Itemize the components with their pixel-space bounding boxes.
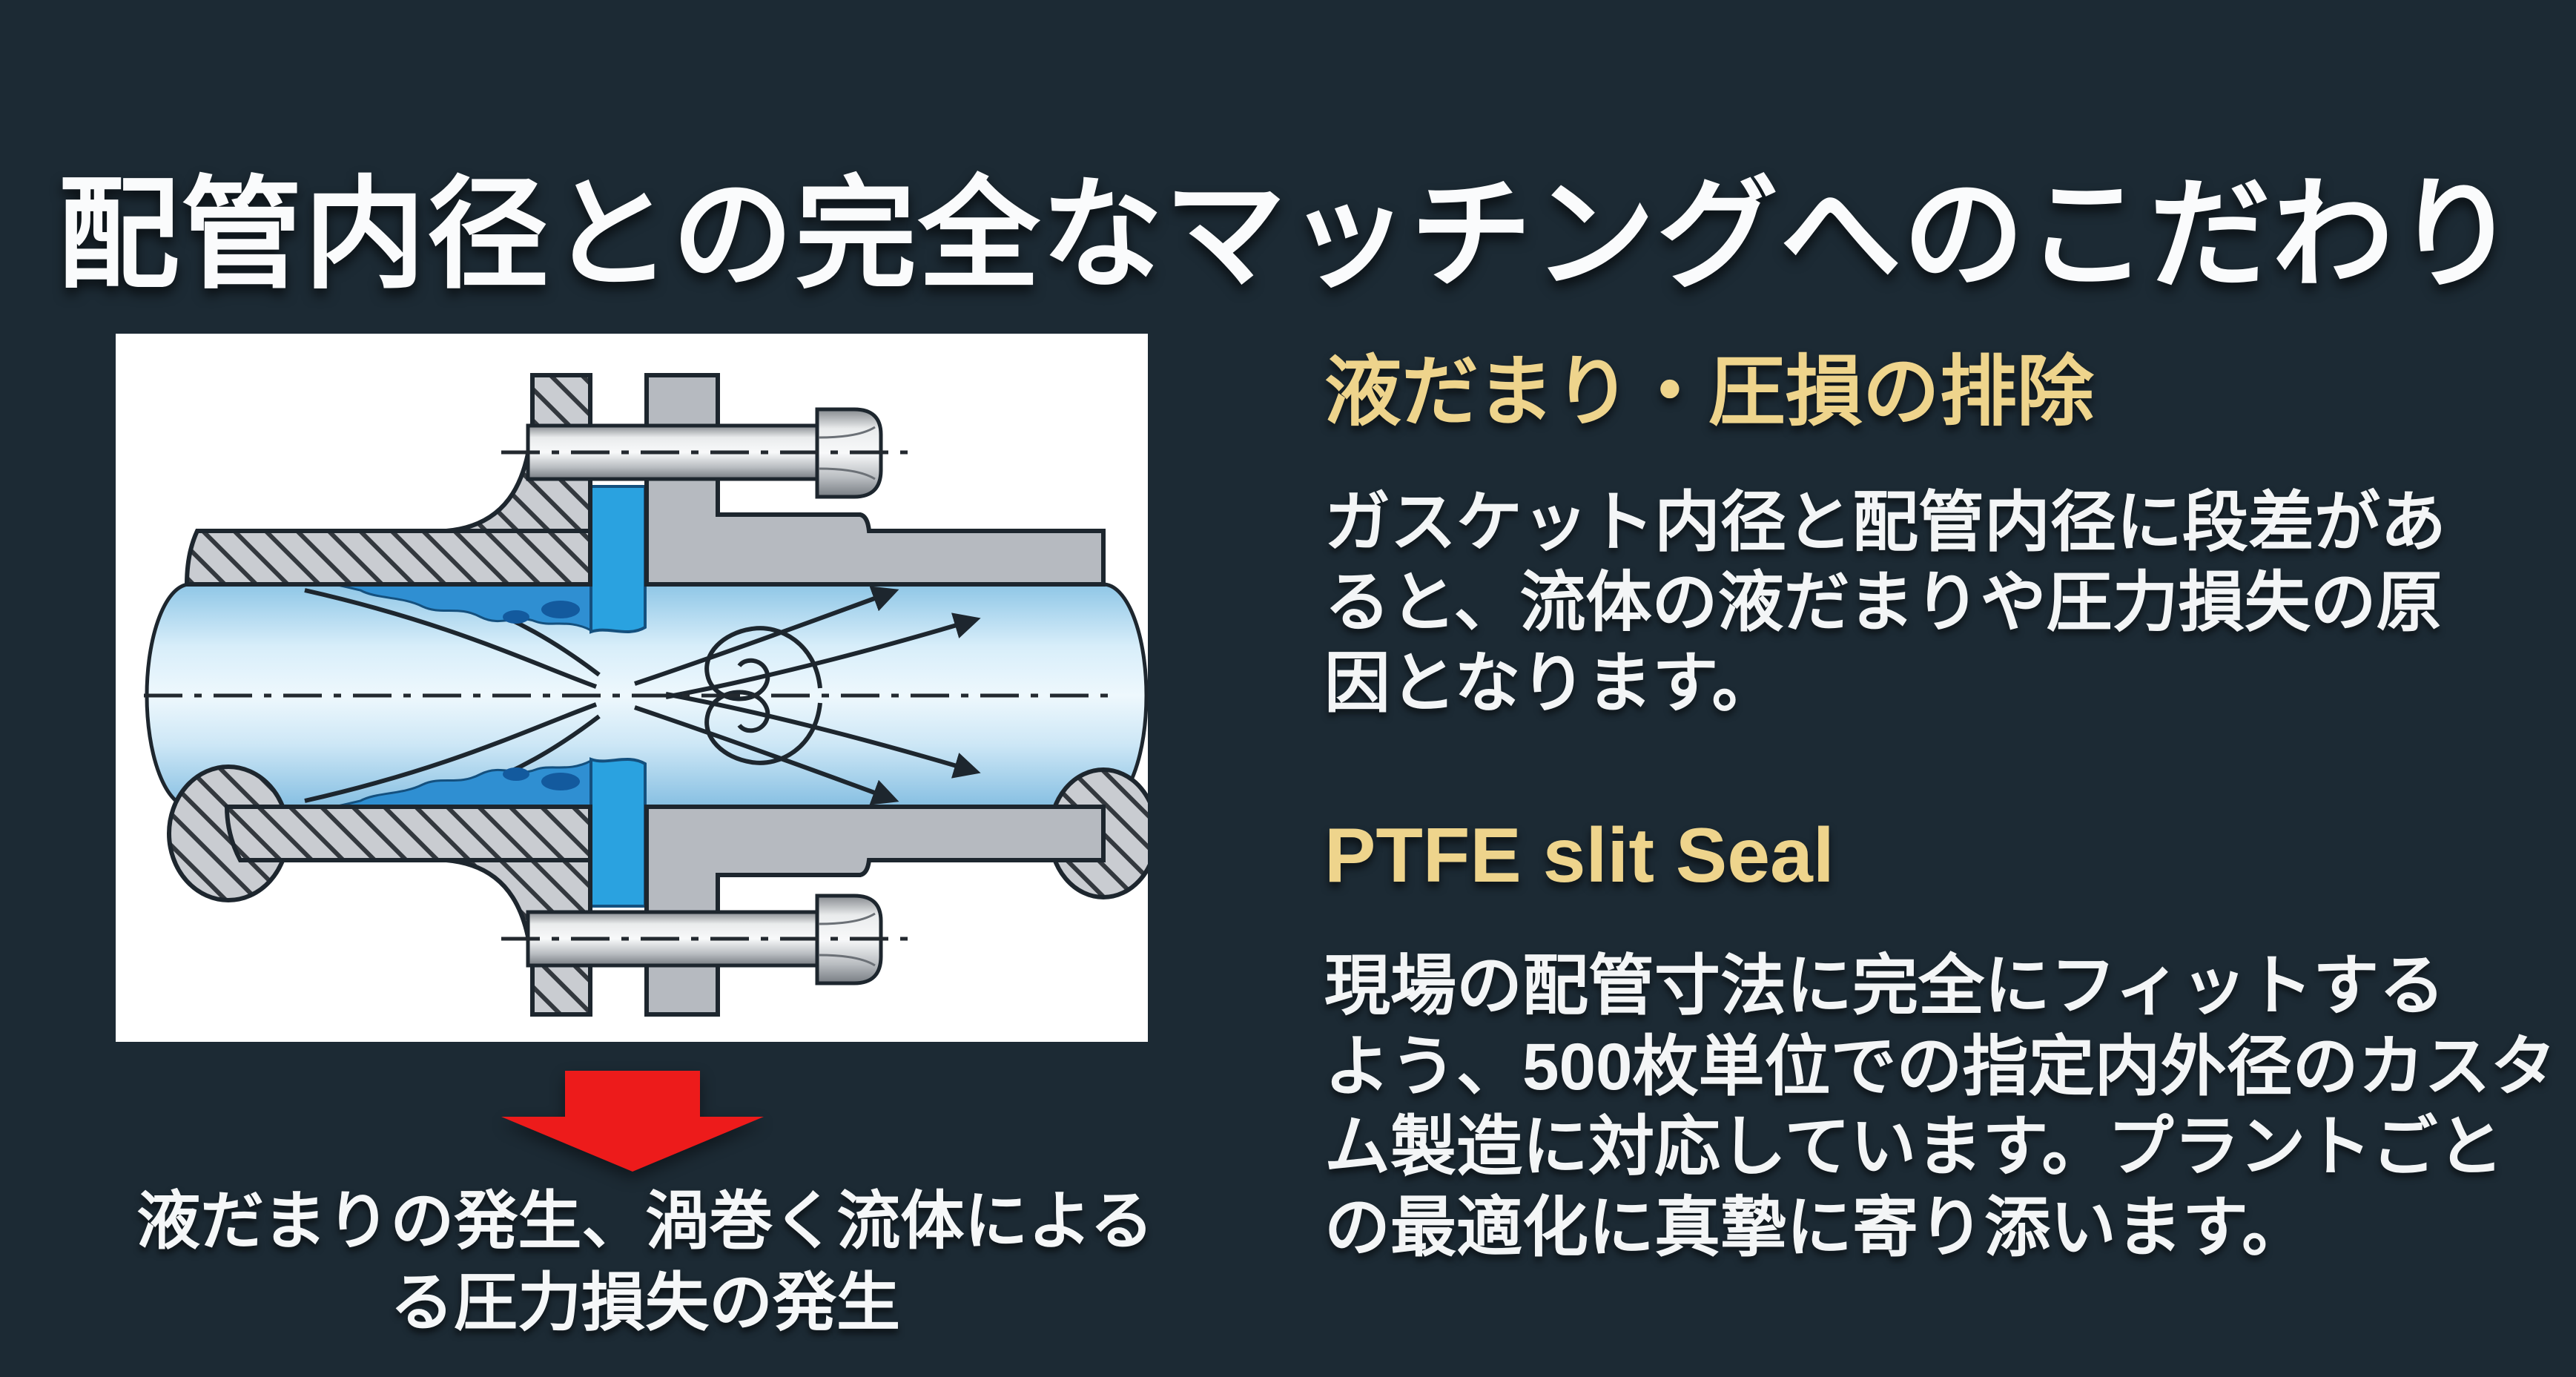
- diagram-panel: [116, 334, 1148, 1042]
- gasket: [589, 485, 647, 908]
- text-line: ガスケット内径と配管内径に段差があ: [1324, 484, 2446, 559]
- section-heading-liquid-pooling: 液だまり・圧損の排除: [1324, 349, 2094, 435]
- right-pipe-and-flange: [644, 373, 1148, 1017]
- text-line: の最適化に真摯に寄り添います。: [1324, 1189, 2308, 1264]
- text-line: ム製造に対応しています。プラントごと: [1324, 1109, 2504, 1184]
- vortex-flow-arrows: [304, 585, 981, 806]
- down-arrow-icon: [501, 1071, 764, 1172]
- text-line: る圧力損失の発生: [390, 1267, 900, 1339]
- text-line: 液だまりの発生、渦巻く流体による: [136, 1186, 1154, 1257]
- flange-joint-cross-section-diagram: [116, 334, 1148, 1042]
- text-line: 因となります。: [1324, 645, 1778, 720]
- text-column: 液だまり・圧損の排除 ガスケット内径と配管内径に段差があると、流体の液だまりや圧…: [1324, 349, 2557, 1356]
- text-line: ると、流体の液だまりや圧力損失の原: [1324, 565, 2443, 640]
- section-body-liquid-pooling: ガスケット内径と配管内径に段差があると、流体の液だまりや圧力損失の原因となります…: [1324, 482, 2526, 724]
- page-title: 配管内径との完全なマッチングへのこだわり: [57, 166, 2519, 303]
- figure-caption: 液だまりの発生、渦巻く流体によるる圧力損失の発生: [67, 1180, 1223, 1344]
- center-lines: [144, 450, 1117, 941]
- text-line: よう、500枚単位での指定内外径のカスタ: [1324, 1028, 2557, 1103]
- liquid-pool: [337, 584, 592, 808]
- section-heading-ptfe-slit-seal: PTFE slit Seal: [1324, 813, 1834, 899]
- text-line: 現場の配管寸法に完全にフィットする: [1324, 948, 2445, 1023]
- left-pipe-and-flange: [167, 373, 592, 1017]
- down-arrow-head: [501, 1117, 764, 1172]
- section-body-ptfe-slit-seal: 現場の配管寸法に完全にフィットするよう、500枚単位での指定内外径のカスタム製造…: [1324, 945, 2557, 1267]
- down-arrow-shaft: [565, 1071, 700, 1117]
